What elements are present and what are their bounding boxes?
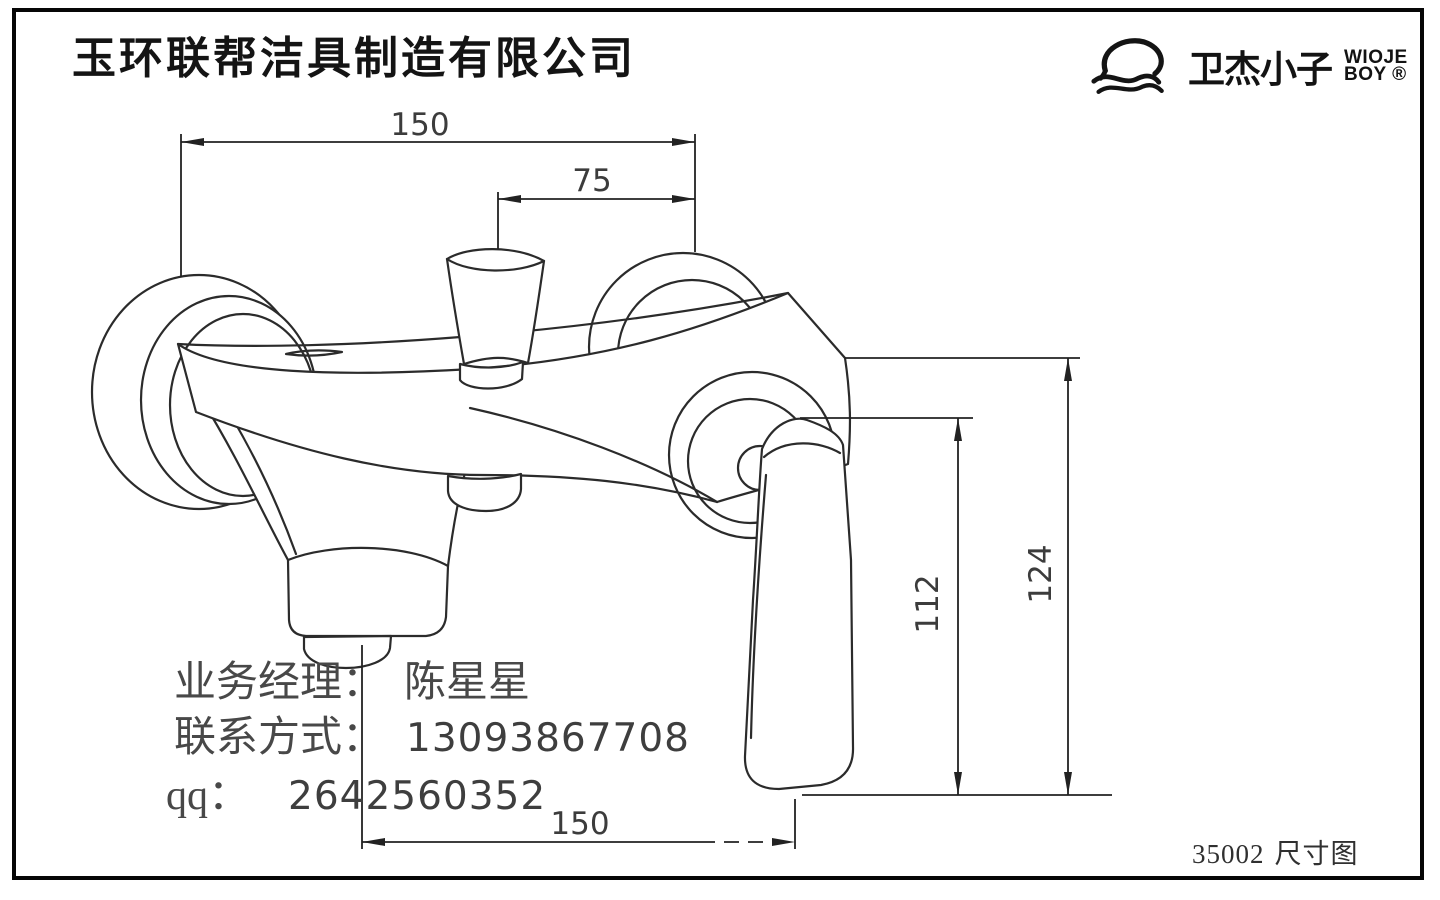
dim-label-knob-offset: 75 [572, 163, 611, 199]
company-name: 玉环联帮洁具制造有限公司 [72, 34, 636, 83]
dim-label-total-height: 124 [1023, 544, 1059, 603]
contact-manager-name: 陈星星 [404, 660, 531, 706]
faucet-drawing [90, 248, 855, 791]
brand-name-cn: 卫杰小子 [1188, 49, 1333, 90]
brand-en-line2: BOY ® [1344, 64, 1407, 85]
dim-knob-offset [497, 192, 695, 249]
dim-label-top-width: 150 [390, 107, 449, 143]
contact-manager-label: 业务经理： [174, 660, 385, 706]
dim-bottom-width [361, 645, 796, 849]
contact-phone: 联系方式： 13093867708 [174, 703, 690, 764]
spout-outlet [302, 634, 393, 670]
contact-manager: 业务经理： 陈星星 [174, 648, 530, 709]
dim-top-width [180, 134, 696, 277]
drawing-type-label: 尺寸图 [1274, 839, 1359, 869]
dim-label-bottom-width: 150 [550, 806, 609, 842]
brand-en-line1: WIOJE [1344, 46, 1408, 68]
dim-handle-height [800, 417, 973, 795]
drawing-number-value: 35002 [1192, 839, 1265, 869]
brand-logo: 卫杰小子 WIOJE BOY ® [1090, 34, 1408, 98]
drawing-number: 35002 尺寸图 [1192, 832, 1369, 871]
contact-phone-label: 联系方式： [174, 715, 385, 761]
diverter-knob [445, 248, 546, 390]
contact-qq-number: 2642560352 [288, 774, 547, 819]
dim-label-handle-height: 112 [910, 574, 946, 633]
dim-total-height [802, 357, 1112, 796]
lever-handle [743, 417, 855, 791]
contact-qq-label: qq： [166, 773, 251, 819]
cap-wave-icon [1091, 38, 1164, 94]
sheet-border [12, 8, 1424, 880]
contact-qq: qq： 2642560352 [166, 761, 546, 822]
contact-phone-number: 13093867708 [406, 716, 690, 761]
brand-name-en: WIOJE BOY ® [1344, 46, 1408, 85]
center-outlet [446, 472, 523, 513]
